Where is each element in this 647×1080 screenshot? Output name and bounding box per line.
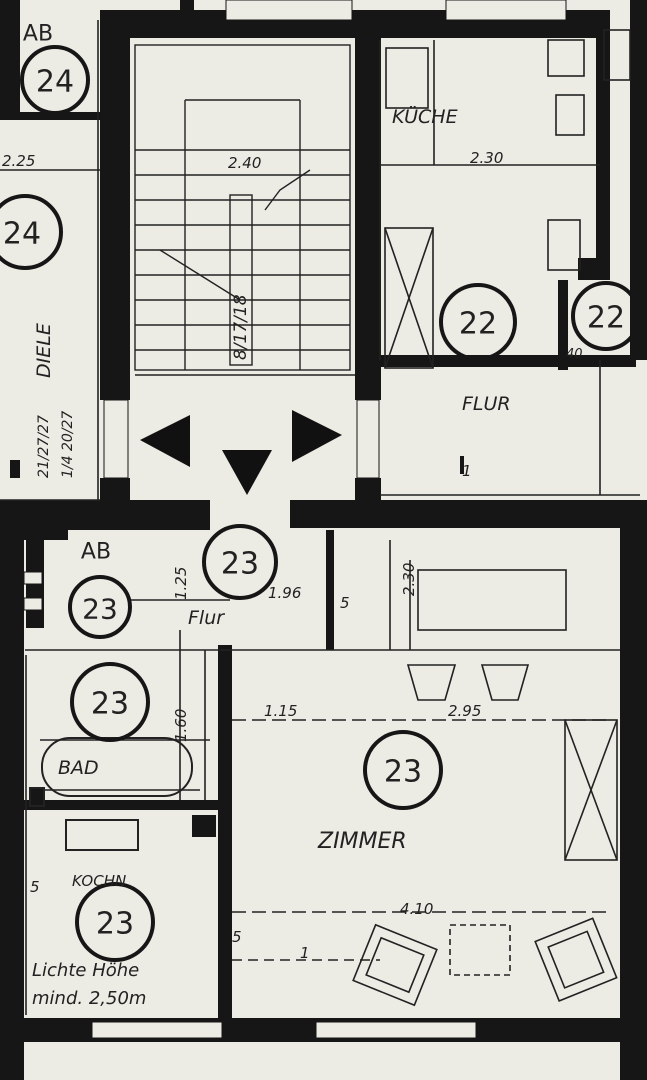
- window-openings: [23, 0, 567, 1039]
- unit-numbers: 24 AB 24 22 22 23 AB 23 23 23 23: [3, 22, 625, 942]
- dim-115: 1.15: [264, 702, 297, 720]
- dim-5-bottom: 5: [232, 928, 242, 946]
- ab-label-23: AB: [81, 540, 111, 565]
- unit-marker-22-right: [571, 281, 641, 351]
- bathtub: [29, 737, 193, 851]
- unit-number-23-kochn: 23: [96, 907, 134, 942]
- arrow-left-icon: [140, 415, 190, 467]
- room-label-flur-upper: FLUR: [462, 393, 511, 415]
- dim-1-bottom: 1: [300, 944, 310, 962]
- unit-number-22-kitchen: 22: [459, 307, 497, 342]
- dim-125: 1.25: [172, 567, 190, 600]
- room-label-zimmer: ZIMMER: [317, 829, 407, 854]
- staircase: [134, 44, 351, 371]
- diele-note-2: 1/4 20/27: [60, 411, 76, 478]
- dim-1-flur: 1: [462, 462, 472, 480]
- unit-marker-23-kochn: [75, 882, 155, 962]
- unit-number-23-zimmer: 23: [384, 755, 422, 790]
- dim-225: 2.25: [2, 152, 35, 170]
- unit-number-22-right: 22: [587, 301, 625, 336]
- unit-number-23-bad: 23: [91, 687, 129, 722]
- ab-label-24: AB: [23, 22, 53, 47]
- ceiling-note-line-2: mind. 2,50m: [32, 988, 146, 1009]
- unit-number-24-top: 24: [36, 65, 74, 100]
- dim-5-left: 5: [30, 878, 40, 896]
- direction-arrows: [140, 410, 342, 495]
- arrow-down-icon: [222, 450, 272, 495]
- dim-160: 1.60: [172, 709, 190, 742]
- construction-lines: [0, 20, 640, 1015]
- dim-40: 40: [566, 347, 583, 362]
- unit-circles: [0, 45, 641, 962]
- unit-marker-23-bad: [70, 662, 150, 742]
- dim-196: 1.96: [268, 584, 301, 602]
- unit-number-24-diele: 24: [3, 217, 41, 252]
- room-label-bad: BAD: [58, 757, 99, 779]
- arrow-right-icon: [292, 410, 342, 462]
- dim-240: 2.40: [228, 154, 261, 172]
- unit-marker-23-ab: [68, 575, 132, 639]
- unit-number-23-ab: 23: [82, 593, 118, 626]
- ceiling-note-line-1: Lichte Höhe: [32, 960, 139, 981]
- dim-410: 4.10: [400, 900, 433, 918]
- dimension-labels: 2.25 2.40 2.30 1 1.25 1.96 5 2.30 1.15 2…: [2, 149, 583, 962]
- unit-marker-22-kitchen: [439, 283, 517, 361]
- diele-note-1: 21/27/27: [36, 415, 52, 478]
- zimmer-furniture: [352, 569, 618, 1007]
- kitchen-fixtures: [384, 29, 631, 369]
- room-label-kueche: KÜCHE: [392, 105, 458, 128]
- unit-marker-23-zimmer: [363, 730, 443, 810]
- stair-label: 8/17/18: [231, 294, 251, 360]
- markers-misc: [10, 456, 464, 837]
- dim-5-flur: 5: [340, 594, 350, 612]
- room-label-kochn: KOCHN: [72, 872, 126, 890]
- unit-marker-23-flur: [202, 524, 278, 600]
- unit-marker-24-top: [20, 45, 90, 115]
- room-labels: KÜCHE DIELE FLUR Flur BAD ZIMMER KOCHN 8…: [32, 105, 511, 1009]
- room-label-flur-lower: Flur: [188, 607, 225, 629]
- unit-marker-24-diele: [0, 194, 63, 270]
- dim-230-zimmer: 2.30: [400, 563, 418, 596]
- unit-number-23-flur: 23: [221, 547, 259, 582]
- dim-230-kitchen: 2.30: [470, 149, 503, 167]
- dim-295: 2.95: [448, 702, 481, 720]
- room-label-diele: DIELE: [33, 323, 55, 378]
